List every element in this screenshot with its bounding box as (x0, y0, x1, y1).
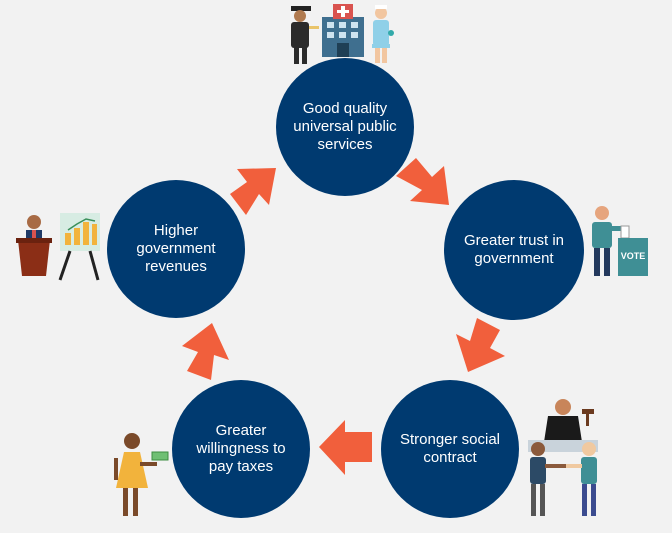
voter-ballot-box-icon: VOTE (592, 206, 648, 276)
ballot-box-label: VOTE (621, 251, 646, 261)
arrow-2-to-3 (456, 318, 505, 372)
arrow-5-to-1 (230, 168, 276, 215)
node-willingness-to-pay-taxes-label: Greater willingness to pay taxes (196, 422, 286, 475)
node-public-services: Good quality universal public services (276, 58, 414, 196)
node-social-contract-label: Stronger social contract (399, 431, 501, 466)
node-government-revenues: Higher government revenues (107, 180, 245, 318)
arrow-4-to-5 (182, 323, 229, 380)
arrow-1-to-2 (396, 158, 449, 205)
node-social-contract: Stronger social contract (381, 380, 519, 518)
node-trust-in-government-label: Greater trust in government (463, 232, 565, 267)
arrow-3-to-4 (319, 420, 372, 475)
person-paying-money-icon (114, 433, 169, 516)
podium-chart-presentation-icon (16, 213, 100, 281)
node-government-revenues-label: Higher government revenues (136, 222, 216, 275)
graduate-hospital-nurse-icon (291, 4, 394, 64)
node-trust-in-government: Greater trust in government (444, 180, 584, 320)
node-willingness-to-pay-taxes: Greater willingness to pay taxes (172, 380, 310, 518)
node-public-services-label: Good quality universal public services (293, 100, 397, 153)
judge-people-handshake-icon (528, 399, 598, 516)
